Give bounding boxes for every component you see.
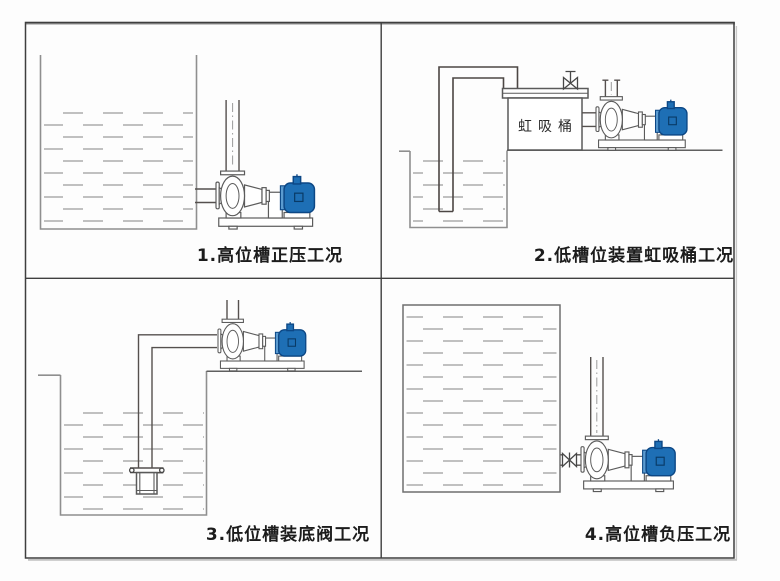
water <box>64 403 204 513</box>
panel-1-caption: 1.高位槽正压工况 <box>196 246 344 266</box>
discharge-pipe <box>602 79 621 97</box>
discharge-pipe <box>225 100 240 172</box>
valve-icon <box>562 70 579 91</box>
water <box>44 112 193 227</box>
pump-unit <box>215 170 316 230</box>
suction-pipe <box>137 334 217 468</box>
siphon-pipe <box>438 66 519 213</box>
panel-2-caption: 2.低槽位装置虹吸桶工况 <box>533 246 735 266</box>
foot-valve <box>128 467 165 495</box>
pump-unit <box>217 318 307 372</box>
discharge-pipe <box>226 300 240 320</box>
siphon-barrel <box>507 97 583 151</box>
valve-icon <box>560 452 582 468</box>
discharge-pipe <box>590 357 604 436</box>
panel-4 <box>402 304 676 493</box>
panel-2 <box>399 66 723 229</box>
panel-3 <box>38 300 362 516</box>
water <box>406 309 557 488</box>
suction-pipe <box>195 188 217 204</box>
figure-frame <box>24 21 738 561</box>
suction-pipe <box>582 112 597 128</box>
water <box>413 157 505 223</box>
siphon-barrel-label: 虹吸桶 <box>518 119 578 135</box>
tank <box>409 150 508 229</box>
tank <box>402 304 561 493</box>
tank <box>59 371 208 516</box>
panel-3-caption: 3.低位槽装底阀工况 <box>205 525 371 545</box>
pump-unit <box>595 95 688 151</box>
panel-4-caption: 4.高位槽负压工况 <box>584 525 732 545</box>
tank <box>39 55 198 230</box>
pump-unit <box>580 435 676 493</box>
panel-1 <box>39 55 316 230</box>
